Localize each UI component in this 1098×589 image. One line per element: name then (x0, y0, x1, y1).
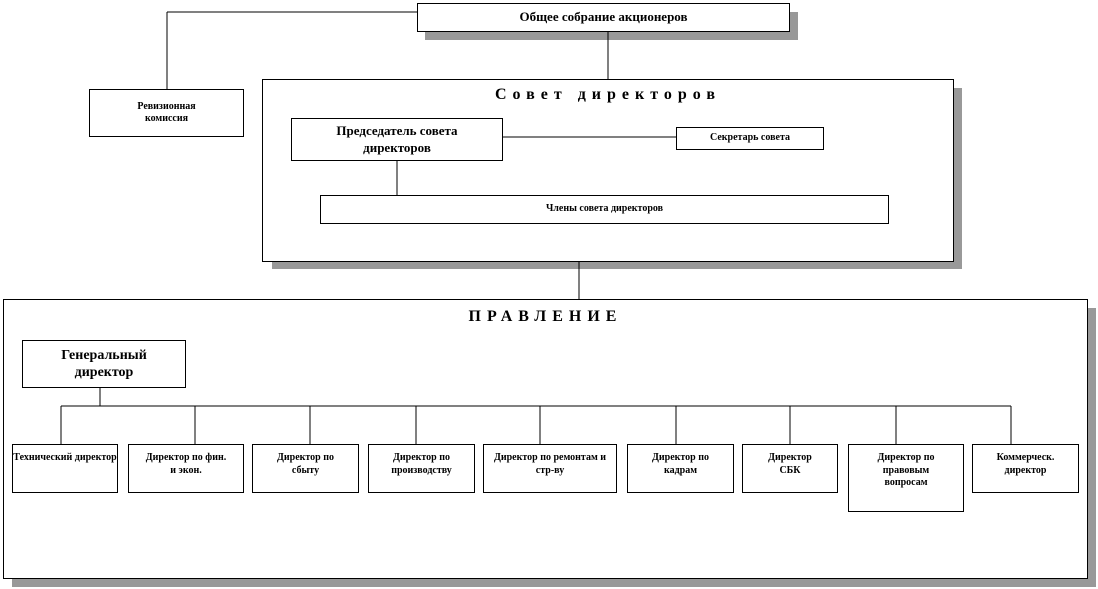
director-label: Директор СБК (768, 452, 812, 476)
director-box-legal: Директор по правовым вопросам (848, 444, 964, 512)
board-secretary-label: Секретарь совета (710, 132, 790, 144)
director-label: Директор по фин. и экон. (145, 452, 227, 476)
director-box-production: Директор по производству (368, 444, 475, 493)
director-label: Директор по кадрам (651, 452, 709, 476)
director-box-sbk: Директор СБК (742, 444, 838, 493)
board-secretary-box: Секретарь совета (676, 127, 824, 150)
management-title: ПРАВЛЕНИЕ (468, 308, 623, 325)
audit-commission-box: Ревизионная комиссия (89, 89, 244, 137)
shareholders-meeting-box: Общее собрание акционеров (417, 3, 790, 32)
director-box-repairs: Директор по ремонтам и стр-ву (483, 444, 617, 493)
board-panel (262, 79, 954, 262)
director-box-technical: Технический директор (12, 444, 118, 493)
general-director-box: Генеральный директор (22, 340, 186, 388)
director-label: Директор по производству (391, 452, 452, 476)
director-label: Коммерческ. директор (996, 452, 1055, 476)
director-box-sales: Директор по сбыту (252, 444, 359, 493)
director-box-commercial: Коммерческ. директор (972, 444, 1079, 493)
audit-commission-label: Ревизионная комиссия (137, 100, 196, 125)
board-chairman-label: Председатель совета директоров (336, 123, 458, 155)
shareholders-meeting-label: Общее собрание акционеров (519, 9, 688, 25)
director-box-hr: Директор по кадрам (627, 444, 734, 493)
board-chairman-box: Председатель совета директоров (291, 118, 503, 161)
director-box-finance: Директор по фин. и экон. (128, 444, 244, 493)
board-title: Совет директоров (494, 86, 722, 103)
general-director-label: Генеральный директор (61, 347, 147, 381)
director-label: Технический директор (13, 452, 117, 463)
director-label: Директор по сбыту (276, 452, 334, 476)
director-label: Директор по правовым вопросам (877, 452, 935, 488)
director-label: Директор по ремонтам и стр-ву (493, 452, 607, 476)
board-members-box: Члены совета директоров (320, 195, 889, 224)
board-members-label: Члены совета директоров (545, 203, 664, 215)
